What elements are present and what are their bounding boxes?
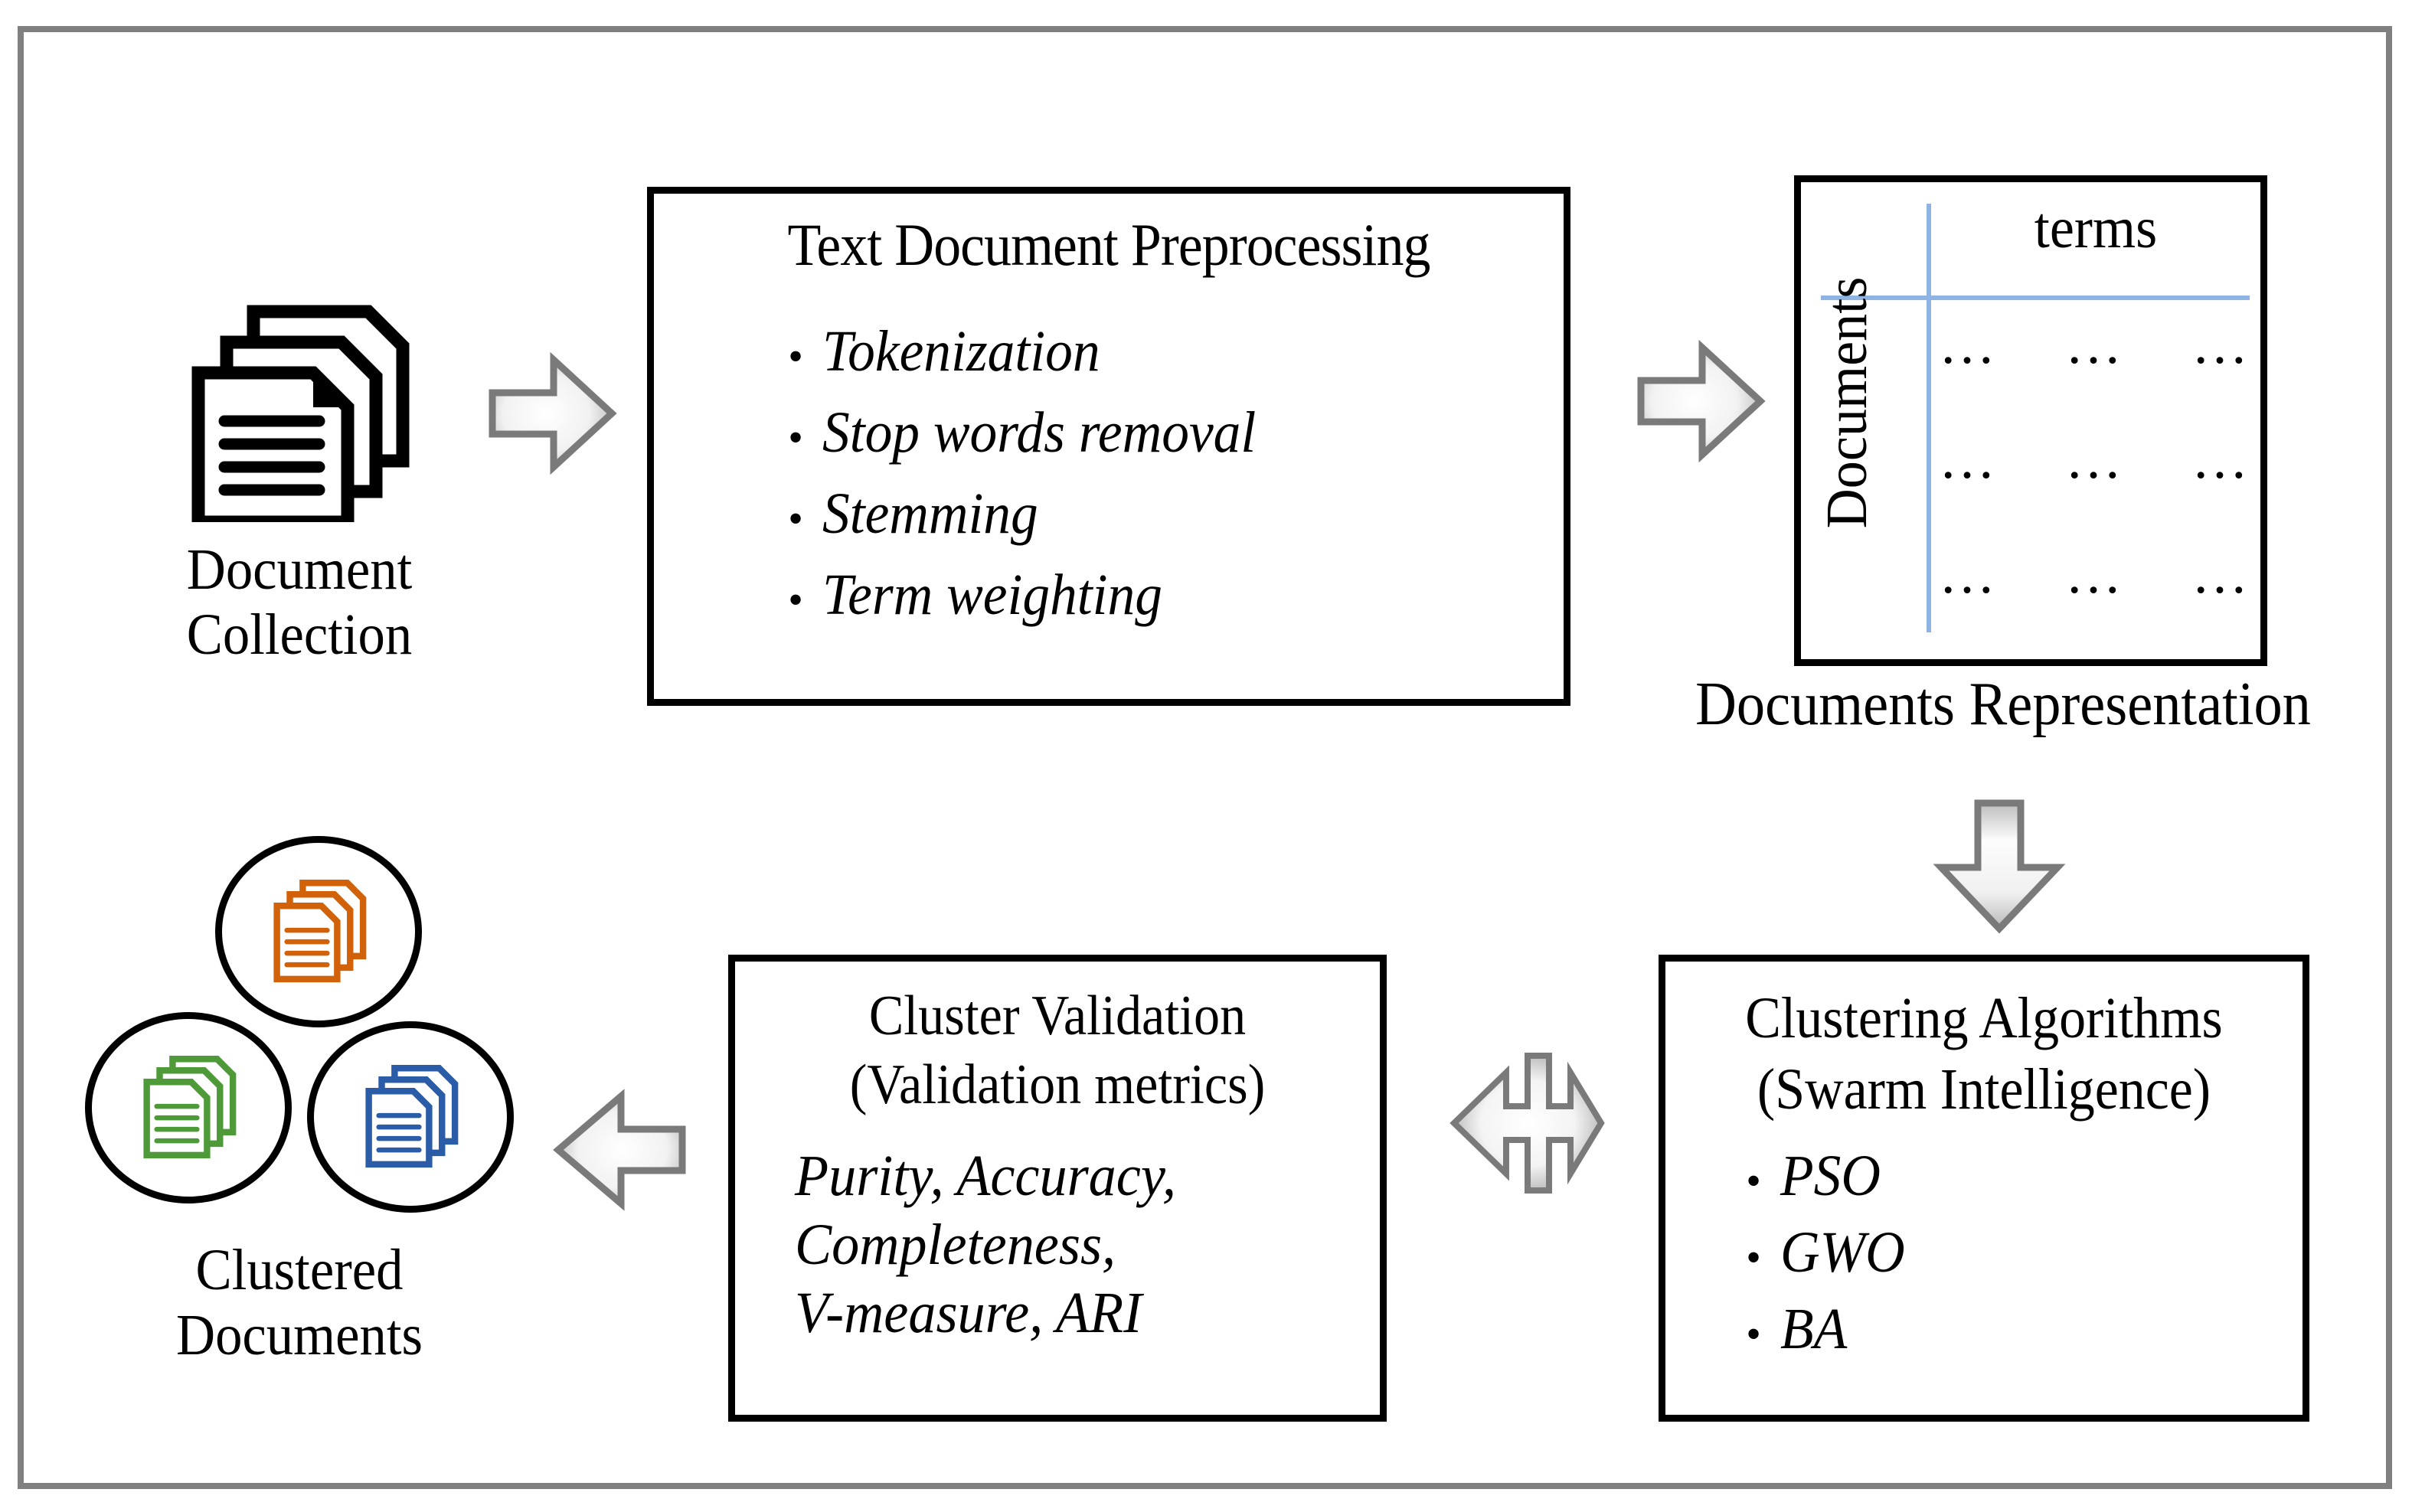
stacked-documents-icon xyxy=(169,300,422,529)
bullet-icon: • xyxy=(788,576,803,624)
clustered-documents-label-line2: Documents xyxy=(176,1303,423,1368)
list-item: • Stemming xyxy=(769,478,1534,549)
arrow-collection-to-preprocessing-icon xyxy=(483,345,621,482)
clustered-documents-group: Clustered Documents xyxy=(70,821,575,1456)
matrix-vertical-rule xyxy=(1927,204,1931,632)
list-item: • GWO xyxy=(1727,1218,2293,1287)
table-row: … … … xyxy=(1939,542,2253,607)
matrix-cell: … xyxy=(2065,313,2126,376)
bullet-icon: • xyxy=(1746,1158,1761,1205)
clustering-algorithms-list: • PSO • GWO • BA xyxy=(1727,1141,2293,1371)
preprocessing-title: Text Document Preprocessing xyxy=(787,211,1430,278)
arrow-validation-to-clusters-icon xyxy=(546,1081,691,1219)
bullet-icon: • xyxy=(1746,1311,1761,1358)
preprocessing-item-label: Tokenization xyxy=(822,319,1100,384)
clustered-documents-label-line1: Clustered xyxy=(195,1238,404,1302)
matrix-cell: … xyxy=(1939,543,2000,606)
algorithm-label: PSO xyxy=(1780,1144,1881,1208)
matrix-cell: … xyxy=(2065,428,2126,491)
document-collection-label: Document Collection xyxy=(150,537,449,668)
bullet-icon: • xyxy=(788,414,803,462)
matrix-cell: … xyxy=(1939,428,2000,491)
stacked-documents-icon-orange xyxy=(273,880,367,983)
matrix-column-header: terms xyxy=(2034,196,2158,260)
list-item: • Term weighting xyxy=(769,560,1534,630)
clustering-algorithms-title-line2: (Swarm Intelligence) xyxy=(1757,1056,2211,1122)
arrow-matrix-to-algorithms-icon xyxy=(1930,794,2068,939)
bullet-icon: • xyxy=(1746,1234,1761,1282)
table-row: … … … xyxy=(1939,312,2253,377)
cluster-validation-metrics-line1: Purity, Accuracy, xyxy=(795,1144,1176,1208)
bullet-icon: • xyxy=(788,333,803,380)
matrix-row-header: Documents xyxy=(1815,276,1879,529)
algorithm-label: BA xyxy=(1780,1297,1848,1361)
stacked-documents-icon-blue xyxy=(365,1065,459,1168)
document-collection-label-line2: Collection xyxy=(186,603,413,668)
matrix-cell: … xyxy=(1939,313,2000,376)
list-item: • BA xyxy=(1727,1295,2293,1363)
preprocessing-box: Text Document Preprocessing • Tokenizati… xyxy=(647,187,1570,706)
cluster-validation-metrics-line3: V-measure, ARI xyxy=(795,1281,1142,1346)
preprocessing-item-label: Stop words removal xyxy=(822,400,1257,465)
preprocessing-item-label: Term weighting xyxy=(822,563,1162,627)
cluster-validation-title-line2: (Validation metrics) xyxy=(849,1053,1266,1117)
cluster-validation-title: Cluster Validation (Validation metrics) xyxy=(761,981,1355,1120)
list-item: • Stop words removal xyxy=(769,397,1534,468)
algorithm-label: GWO xyxy=(1780,1220,1905,1285)
matrix-cell: … xyxy=(2191,313,2253,376)
document-collection-group: Document Collection xyxy=(139,300,460,698)
table-row: … … … xyxy=(1939,427,2253,492)
matrix-horizontal-rule xyxy=(1821,296,2250,300)
matrix-cell: … xyxy=(2191,428,2253,491)
arrow-preprocessing-to-matrix-icon xyxy=(1632,332,1770,470)
list-item: • PSO xyxy=(1727,1141,2293,1210)
cluster-green xyxy=(85,1012,292,1203)
stacked-documents-icon-green xyxy=(143,1056,237,1159)
diagram-frame: Document Collection Text Document Prepro… xyxy=(18,26,2392,1489)
list-item: • Tokenization xyxy=(769,316,1534,387)
cluster-orange xyxy=(215,836,422,1027)
matrix-cell: … xyxy=(2065,543,2126,606)
preprocessing-item-label: Stemming xyxy=(822,482,1038,546)
clustering-algorithms-box: Clustering Algorithms (Swarm Intelligenc… xyxy=(1659,955,2309,1422)
documents-representation-caption: Documents Representation xyxy=(1695,671,2311,738)
bullet-icon: • xyxy=(788,495,803,543)
cluster-validation-metrics: Purity, Accuracy, Completeness, V-measur… xyxy=(795,1142,1319,1348)
clustering-algorithms-title: Clustering Algorithms (Swarm Intelligenc… xyxy=(1691,983,2276,1125)
clustered-documents-label: Clustered Documents xyxy=(86,1238,513,1368)
cluster-validation-title-line1: Cluster Validation xyxy=(868,985,1247,1047)
preprocessing-list: • Tokenization • Stop words removal • St… xyxy=(769,316,1534,641)
clustering-algorithms-title-line1: Clustering Algorithms xyxy=(1745,986,2223,1050)
cluster-blue xyxy=(307,1021,514,1213)
cluster-validation-box: Cluster Validation (Validation metrics) … xyxy=(728,955,1387,1422)
arrow-algorithms-validation-icon xyxy=(1446,1047,1609,1200)
document-collection-label-line1: Document xyxy=(186,537,413,602)
cluster-validation-metrics-line2: Completeness, xyxy=(795,1212,1116,1277)
documents-representation-box: terms Documents … … … … … … … … … xyxy=(1794,175,2267,666)
matrix-cell: … xyxy=(2191,543,2253,606)
